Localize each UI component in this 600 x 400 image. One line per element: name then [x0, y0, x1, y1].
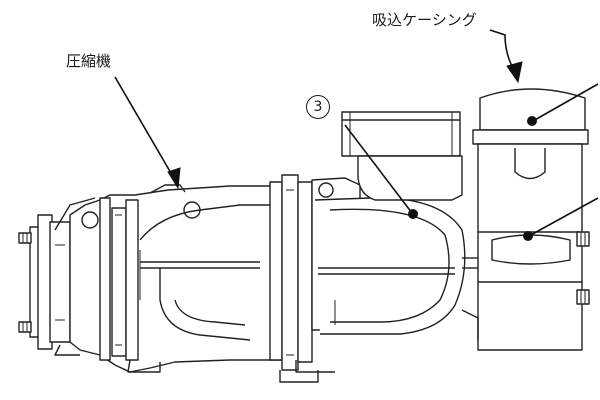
suction-casing — [461, 88, 590, 351]
center-flange — [269, 174, 335, 383]
leader-compressor — [114, 76, 181, 190]
discharge-section — [311, 177, 466, 335]
compressor-body — [54, 184, 291, 373]
callout-3-label: 3 — [306, 95, 330, 119]
upper-right-dot — [527, 116, 537, 126]
left-end-flange — [29, 214, 71, 350]
lower-right-dot — [523, 231, 533, 241]
leader-suction-casing — [489, 29, 523, 84]
compressor-label: 圧縮機 — [66, 52, 112, 70]
left-bolt-bottom — [18, 321, 32, 333]
leader-upper-right — [527, 83, 599, 126]
suction-casing-label: 吸込ケーシング — [372, 11, 477, 29]
callout-3-dot — [408, 209, 418, 219]
leader-lower-right — [523, 197, 599, 241]
inlet-duct — [341, 111, 463, 201]
left-bolt-top — [18, 232, 32, 244]
leader-callout-3 — [344, 124, 418, 219]
